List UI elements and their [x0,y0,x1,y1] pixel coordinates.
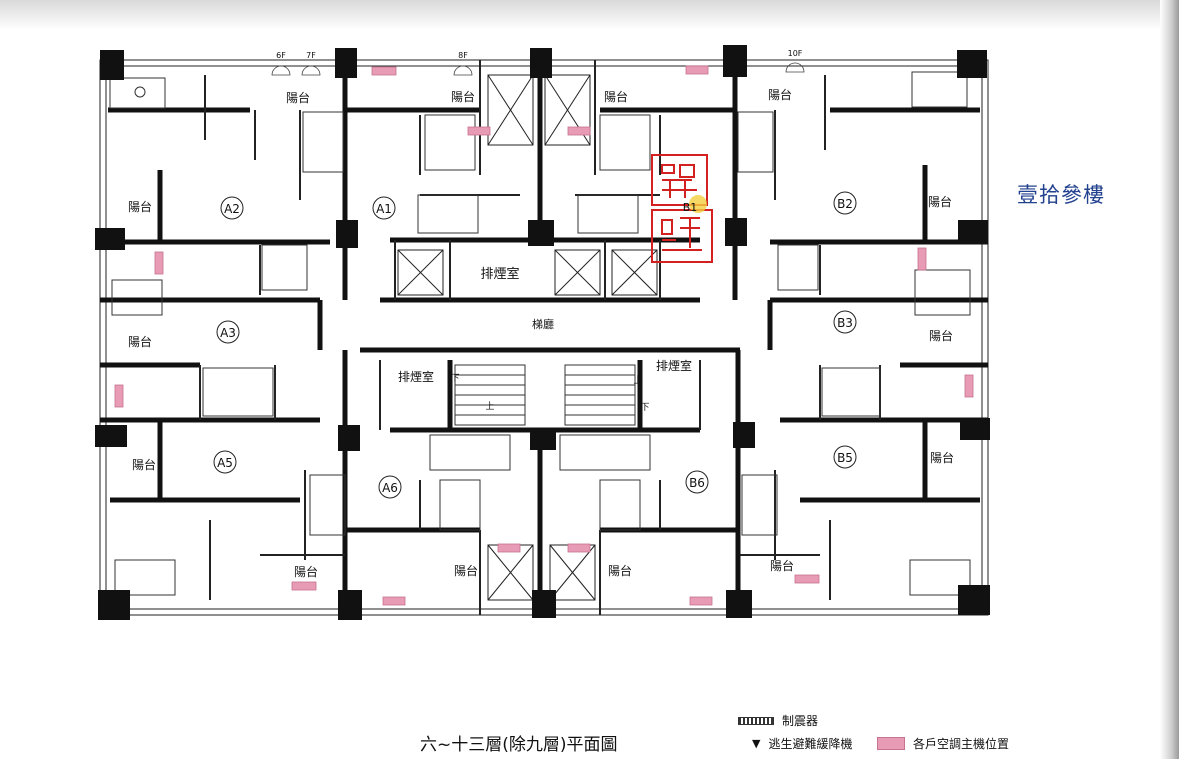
page-right-edge [1160,0,1179,759]
plan-title: 六~十三層(除九層)平面圖 [420,735,618,755]
unit-label-a2: A2 [224,202,240,216]
unit-label-b2: B2 [837,197,853,211]
unit-label-a5: A5 [217,456,233,470]
escape-devices [271,62,805,76]
stair-up-label: 上 [485,401,494,412]
columns [95,45,990,620]
fixtures [109,71,971,596]
stair-down-label: 下 [450,374,459,384]
unit-label-a6: A6 [382,481,398,495]
balcony-label: 陽台 [132,457,156,472]
stairs [454,364,636,426]
legend-escape-label: 逃生避難緩降機 [768,737,853,751]
stair-down-label: 下 [640,403,649,413]
smoke-room-label: 排煙室 [398,369,434,384]
unit-label-b5: B5 [837,451,853,465]
escape-device-icon: ▼ [752,737,761,750]
smoke-room-label: 排煙室 [656,358,692,373]
partitions [199,60,881,615]
legend-ac: 各戶空調主機位置 [877,735,1009,752]
stair-up-label: 上 [633,375,642,386]
balcony-label: 陽台 [286,90,310,105]
legend-escape: ▼ 逃生避難緩降機 [752,735,852,752]
building-title: 壹拾參樓 [1017,183,1105,207]
balcony-label: 陽台 [930,450,954,465]
ac-units [114,65,974,606]
damper-icon [738,716,774,725]
legend-damper: 制震器 [738,712,818,729]
legend-ac-label: 各戶空調主機位置 [913,737,1010,751]
balcony-label: 陽台 [928,194,952,209]
floor-mark-7f: 7F [306,51,316,60]
balcony-label: 陽台 [128,334,152,349]
smoke-room-label: 排煙室 [480,266,519,282]
unit-label-a3: A3 [220,326,236,340]
unit-label-a1: A1 [376,202,392,216]
balcony-label: 陽台 [770,558,794,573]
unit-label-b6: B6 [689,476,705,490]
balcony-label: 陽台 [451,89,475,104]
room-labels: 陽台 陽台 陽台 陽台 陽台 陽台 陽台 陽台 陽台 陽台 陽台 陽台 陽台 陽… [128,87,954,579]
balcony-label: 陽台 [604,89,628,104]
balcony-label: 陽台 [608,563,632,578]
unit-labels: A2 A1 B2 B1 A3 B3 A5 A6 B6 B5 [213,191,857,499]
walls [100,60,988,615]
seal-stamp [651,154,713,263]
floor-mark-6f: 6F [276,51,286,60]
lobby-label: 梯廳 [532,317,554,331]
floor-mark-8f: 8F [458,51,468,60]
floor-mark-10f: 10F [788,49,803,58]
unit-label-b1: B1 [683,201,698,214]
balcony-label: 陽台 [768,87,792,102]
highlight-marker [689,195,707,213]
balcony-label: 陽台 [294,564,318,579]
unit-label-b3: B3 [837,316,853,330]
balcony-label: 陽台 [454,563,478,578]
legend-damper-label: 制震器 [782,714,819,728]
balcony-label: 陽台 [929,328,953,343]
page-top-shadow [0,0,1179,30]
ac-unit-icon [877,737,905,750]
elevators [397,74,658,601]
balcony-label: 陽台 [128,199,152,214]
floor-marks: 6F 7F 8F 10F [276,49,803,60]
